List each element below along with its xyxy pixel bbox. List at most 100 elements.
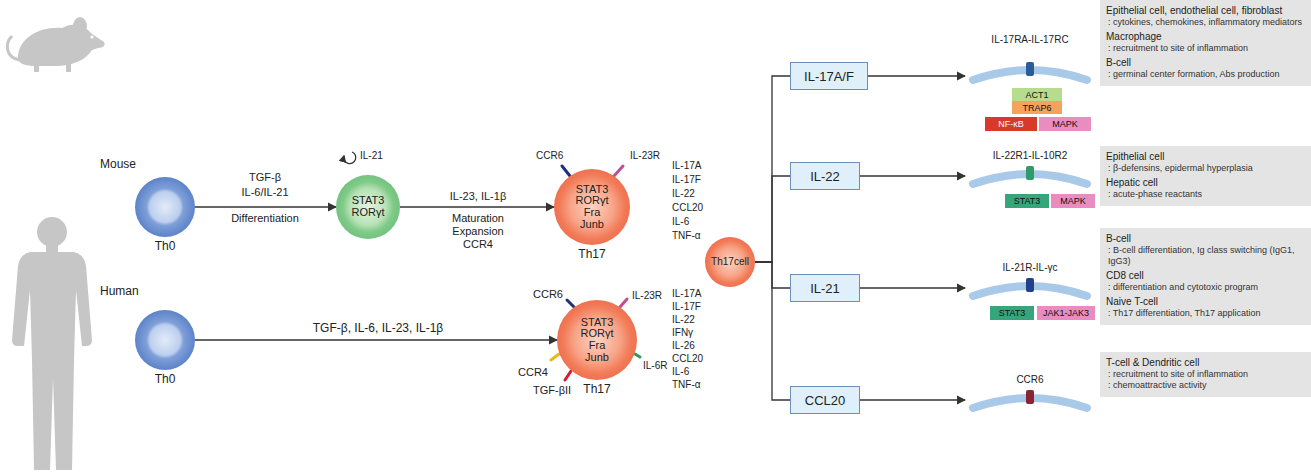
mouse-eye — [90, 35, 93, 38]
effect-panel: Epithelial cell: β-defensins, epidermal … — [1100, 146, 1311, 206]
naive-t-cell: Th0 — [135, 310, 195, 370]
process-label: Expansion — [452, 225, 503, 238]
signal-badge: STAT3 — [990, 306, 1034, 320]
autocrine-label: IL-21 — [360, 150, 383, 162]
stimulus-label: TGF-β, IL-6, IL-23, IL-1β — [313, 322, 444, 336]
il23r-stick — [620, 299, 627, 307]
effect-panel: Epithelial cell, endothelial cell, fibro… — [1100, 0, 1311, 86]
transcription-factors: Th17cell — [706, 257, 754, 268]
cytokine-name: IL-22 — [810, 169, 840, 184]
differentiating-cell: STAT3 RORγt — [336, 175, 400, 239]
ccr6-stick — [562, 166, 570, 176]
cytokine-label: TNF-α — [672, 379, 701, 391]
cell-type: Hepatic cell — [1106, 177, 1305, 189]
receptor-label: CCR6 — [533, 288, 563, 301]
cytokine-label: IL-26 — [672, 340, 695, 352]
il23r-stick — [614, 166, 623, 176]
connector — [860, 287, 965, 288]
signal-badge: TRAP6 — [1012, 101, 1062, 114]
connector — [400, 206, 554, 207]
connector — [755, 76, 790, 262]
effect-text: : chemoattractive activity — [1106, 380, 1305, 391]
process-label: Maturation — [452, 212, 504, 225]
signal-molecule: STAT3 — [1014, 196, 1041, 206]
receptor-label: CCR4 — [518, 366, 548, 379]
human-body — [12, 252, 92, 470]
receptor-label: TGF-βII — [533, 384, 571, 397]
transcription-factors: STAT3 RORγt Fra Junb — [578, 317, 616, 363]
connector — [860, 399, 965, 400]
cell-type: CD8 cell — [1106, 270, 1305, 282]
signal-badge: STAT3 — [1005, 194, 1049, 208]
connector — [860, 175, 965, 176]
cytokine-label: CCL20 — [672, 353, 703, 365]
cell-type: Naive T-cell — [1106, 296, 1305, 308]
connector — [755, 176, 790, 262]
mouse-tail — [7, 36, 20, 60]
receptor-sticks — [551, 166, 640, 380]
cytokine-label: IL-17F — [672, 174, 701, 186]
stimulus-label: IL-6/IL-21 — [241, 186, 288, 199]
ccr6-stick — [567, 300, 574, 307]
receptor-name: IL-17RA-IL-17RC — [965, 34, 1095, 46]
human-silhouette — [12, 217, 92, 470]
stimulus-label: TGF-β — [249, 171, 281, 184]
cell-type: Macrophage — [1106, 31, 1305, 43]
receptor-symbol — [1026, 166, 1034, 180]
effect-text: : cytokines, chemokines, inflammatory me… — [1106, 17, 1305, 28]
signal-badge: ACT1 — [1012, 88, 1062, 101]
effect-text: : Th17 differentiation, Th17 application — [1106, 308, 1305, 319]
cytokine-label: IL-22 — [672, 188, 695, 200]
human-head — [37, 217, 67, 247]
effect-text: : B-cell differentiation, Ig class switc… — [1106, 245, 1305, 267]
cell-name: Th0 — [155, 372, 176, 386]
receptor-symbol — [1026, 278, 1034, 292]
cell-type: T-cell & Dendritic cell — [1106, 357, 1305, 369]
cytokine-name: CCL20 — [805, 393, 845, 408]
receptor-symbol — [1026, 62, 1034, 76]
cytokine-label: IL-6 — [672, 216, 689, 228]
signal-molecule: STAT3 — [999, 308, 1026, 318]
th17-cell: STAT3 RORγt Fra JunbTh17 — [554, 169, 630, 245]
receptor-name: IL-21R-IL-γc — [965, 262, 1095, 274]
cytokine-label: IL-22 — [672, 314, 695, 326]
signal-molecule: MAPK — [1060, 196, 1086, 206]
mouse-leg — [34, 63, 39, 72]
transcription-factors: STAT3 RORγt Fra Junb — [573, 184, 611, 230]
ccr4-stick — [551, 354, 559, 360]
signal-badge: MAPK — [1051, 194, 1095, 208]
receptor-label: IL-23R — [632, 290, 662, 302]
cytokine-label: IL-17A — [672, 160, 701, 172]
cell-type: Epithelial cell — [1106, 151, 1305, 163]
mouse-leg — [66, 63, 71, 72]
effect-text: : acute-phase reactants — [1106, 189, 1305, 200]
cell-type: Epithelial cell, endothelial cell, fibro… — [1106, 5, 1305, 17]
effect-text: : β-defensins, epidermal hyperplasia — [1106, 163, 1305, 174]
effect-text: : germinal center formation, Abs product… — [1106, 69, 1305, 80]
effect-text: : recruitment to site of inflammation — [1106, 369, 1305, 380]
process-label: CCR4 — [463, 238, 493, 251]
autocrine-loop — [344, 152, 356, 164]
cytokine-name: IL-17A/F — [804, 69, 854, 84]
receptor-label: CCR6 — [536, 150, 563, 162]
connector — [195, 339, 557, 340]
cytokine-label: CCL20 — [672, 202, 703, 214]
cytokine-box: IL-21 — [790, 274, 860, 302]
transcription-factors: STAT3 RORγt — [348, 195, 388, 218]
connector — [195, 206, 336, 207]
cytokine-label: IL-6 — [672, 366, 689, 378]
cytokine-name: IL-21 — [810, 281, 840, 296]
signal-molecule: ACT1 — [1025, 90, 1048, 100]
receptor-symbol — [1026, 390, 1034, 404]
receptor-label: IL-23R — [630, 150, 660, 162]
cell-name: Th17 — [583, 382, 610, 396]
cytokine-label: IL-17A — [672, 288, 701, 300]
effect-text: : differentiation and cytotoxic program — [1106, 282, 1305, 293]
cell-type: B-cell — [1106, 233, 1305, 245]
effect-text: : recruitment to site of inflammation — [1106, 43, 1305, 54]
naive-t-cell: Th0 — [135, 177, 195, 237]
effect-panel: B-cell: B-cell differentiation, Ig class… — [1100, 228, 1311, 325]
signal-molecule: NF-κB — [998, 119, 1024, 129]
connector — [755, 262, 790, 400]
